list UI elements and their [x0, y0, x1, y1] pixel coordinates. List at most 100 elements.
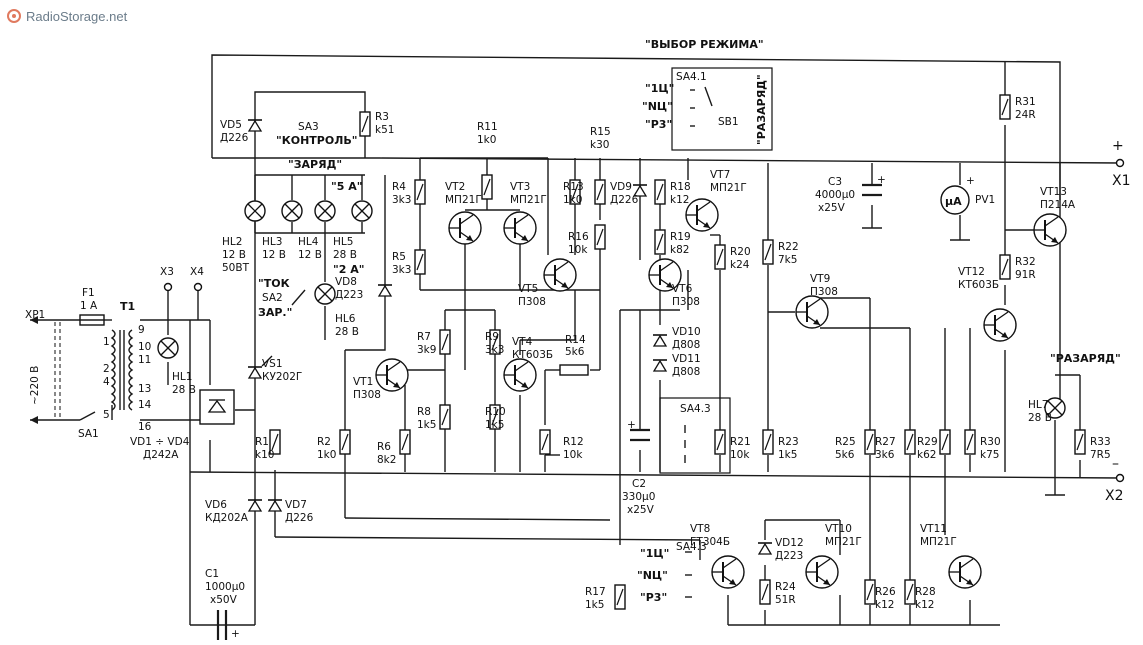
resistor-value: k10 — [255, 449, 274, 461]
switch-sa1: SA1 — [78, 411, 99, 440]
svg-text:SA4.1: SA4.1 — [676, 71, 707, 83]
resistor-ref: R23 — [778, 436, 799, 448]
resistor-value: 51R — [775, 594, 796, 606]
resistor-value: k12 — [875, 599, 894, 611]
transistor-ref: VT5 — [518, 283, 538, 295]
resistor-ref: R12 — [563, 436, 584, 448]
resistor-ref: R22 — [778, 241, 799, 253]
lamp-value: 12 В — [298, 249, 322, 261]
label-minus: – — [1112, 456, 1119, 472]
svg-text:x25V: x25V — [818, 202, 846, 214]
lamp-value: 12 В — [262, 249, 286, 261]
resistor-value: 91R — [1015, 269, 1036, 281]
transistor-ref: VT1 — [353, 376, 373, 388]
svg-text:9: 9 — [138, 324, 145, 336]
resistor-ref: R10 — [485, 406, 506, 418]
resistor-value: k12 — [915, 599, 934, 611]
lamp-value: 28 В — [335, 326, 359, 338]
resistor-value: 5k6 — [835, 449, 855, 461]
lamp-ref: HL5 — [333, 236, 353, 248]
resistor-value: 1k0 — [477, 134, 496, 146]
svg-text:14: 14 — [138, 399, 152, 411]
transistors: VT1П308VT2МП21ГVT3МП21ГVT4КТ603БVT5П308V… — [353, 169, 1076, 589]
resistor-value: 5k6 — [565, 346, 585, 358]
svg-text:4000μ0: 4000μ0 — [815, 189, 855, 201]
label-x1: X1 — [1112, 173, 1131, 189]
resistor-ref: R32 — [1015, 256, 1036, 268]
svg-text:"1Ц": "1Ц" — [645, 82, 674, 95]
watermark-text: RadioStorage.net — [26, 9, 128, 24]
label-plus: + — [1112, 138, 1124, 154]
transistor-value: П308 — [353, 389, 381, 401]
resistor-value: k30 — [590, 139, 609, 151]
svg-text:4: 4 — [103, 376, 110, 388]
resistor-value: 7k5 — [778, 254, 797, 266]
svg-text:SA3: SA3 — [298, 121, 319, 133]
resistor-ref: R17 — [585, 586, 606, 598]
resistor-value: 1k0 — [317, 449, 336, 461]
resistor-value: 10k — [568, 244, 588, 256]
lamp-value: 28 В — [172, 384, 196, 396]
svg-text:+: + — [627, 419, 636, 431]
diode-value: Д226 — [220, 132, 249, 144]
transistor-value: МП21Г — [710, 182, 747, 194]
transistor-value: КТ603Б — [958, 279, 999, 291]
resistor-ref: R9 — [485, 331, 499, 343]
lamp-ref: HL3 — [262, 236, 282, 248]
resistor-value: 3k3 — [392, 194, 411, 206]
diode-value: Д226 — [610, 194, 639, 206]
resistor-ref: R16 — [568, 231, 589, 243]
svg-text:"РАЗАРЯД": "РАЗАРЯД" — [1050, 352, 1121, 365]
terminal-x4 — [193, 282, 203, 292]
svg-text:5: 5 — [103, 409, 110, 421]
svg-text:10: 10 — [138, 341, 151, 353]
resistor-ref: R18 — [670, 181, 691, 193]
svg-text:PV1: PV1 — [975, 194, 995, 206]
lamp-ref: HL6 — [335, 313, 356, 325]
transistor-ref: VT6 — [672, 283, 693, 295]
svg-text:"1Ц": "1Ц" — [640, 547, 669, 560]
diode-ref: VD5 — [220, 119, 242, 131]
fuse-f1: F1 1 А — [79, 287, 105, 326]
thyristor-vs1-gate — [261, 355, 273, 367]
resistor-value: 3k9 — [417, 344, 436, 356]
resistor-ref: R21 — [730, 436, 751, 448]
svg-text:"КОНТРОЛЬ": "КОНТРОЛЬ" — [276, 134, 357, 147]
resistor-ref: R29 — [917, 436, 938, 448]
watermark-logo: RadioStorage.net — [7, 9, 128, 24]
resistor-value: k12 — [670, 194, 689, 206]
svg-text:"Р3": "Р3" — [645, 118, 672, 131]
transistor-ref: VT8 — [690, 523, 710, 535]
diode-ref: VD9 — [610, 181, 632, 193]
resistor-value: 3k3 — [392, 264, 411, 276]
resistor-value: 1k5 — [778, 449, 797, 461]
capacitor-c1: + C1 1000μ0 x50V — [205, 568, 245, 640]
resistor-ref: R19 — [670, 231, 691, 243]
capacitor-c2: + C2 330μ0 x25V — [622, 419, 655, 516]
svg-text:SA4.3: SA4.3 — [680, 403, 711, 415]
